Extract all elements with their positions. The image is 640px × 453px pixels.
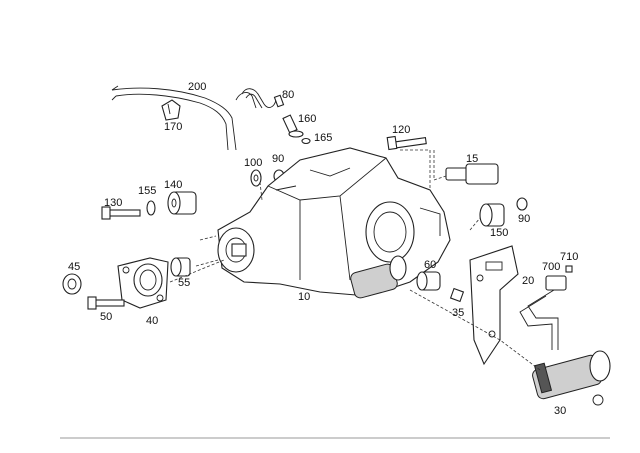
callout-130: 130 — [104, 197, 122, 209]
bracket-20 — [469, 245, 519, 366]
callout-200: 200 — [188, 81, 206, 93]
bolt-35 — [449, 287, 465, 303]
clip-part — [161, 99, 181, 121]
callout-155: 155 — [138, 185, 156, 197]
callout-100: 100 — [244, 157, 262, 169]
bushing-150 — [479, 203, 505, 227]
washer-100 — [250, 169, 262, 187]
nut-90-right — [516, 197, 528, 211]
leader-lines — [169, 149, 541, 371]
bushing-140 — [167, 191, 197, 215]
callout-170: 170 — [164, 121, 182, 133]
bolt-120 — [386, 135, 427, 151]
connector-710 — [565, 265, 573, 273]
callout-140: 140 — [164, 179, 182, 191]
callout-165: 165 — [314, 132, 332, 144]
connector-700 — [545, 275, 567, 291]
callout-15: 15 — [466, 153, 478, 165]
callout-55: 55 — [178, 277, 190, 289]
breather-hose — [241, 88, 285, 109]
callout-35: 35 — [452, 307, 464, 319]
leader-140 — [199, 235, 217, 241]
breather-valve — [282, 114, 311, 145]
callout-50: 50 — [100, 311, 112, 323]
cable-30 — [519, 289, 559, 350]
leader-55 — [195, 259, 219, 267]
callout-40: 40 — [146, 315, 158, 327]
callout-90-right: 90 — [518, 213, 530, 225]
callout-20: 20 — [522, 275, 534, 287]
callout-150: 150 — [490, 227, 508, 239]
bushing-60 — [416, 271, 441, 291]
wiring-harness — [111, 85, 257, 151]
callout-160: 160 — [298, 113, 316, 125]
actuator-motor-60 — [350, 255, 407, 299]
washer-155 — [146, 200, 156, 216]
callout-700: 700 — [542, 261, 560, 273]
callout-45: 45 — [68, 261, 80, 273]
callout-30: 30 — [554, 405, 566, 417]
pin-15 — [433, 150, 499, 185]
flange-40 — [117, 257, 169, 309]
motor-30 — [532, 350, 611, 406]
ring-55 — [170, 257, 191, 277]
callout-60: 60 — [424, 259, 436, 271]
callout-710: 710 — [560, 251, 578, 263]
callout-90-top: 90 — [272, 153, 284, 165]
differential-housing — [217, 147, 451, 297]
bolt-50 — [87, 296, 125, 310]
callout-10: 10 — [298, 291, 310, 303]
seal-45 — [62, 273, 82, 295]
callout-120: 120 — [392, 124, 410, 136]
callout-80: 80 — [282, 89, 294, 101]
bolt-130 — [101, 206, 141, 220]
